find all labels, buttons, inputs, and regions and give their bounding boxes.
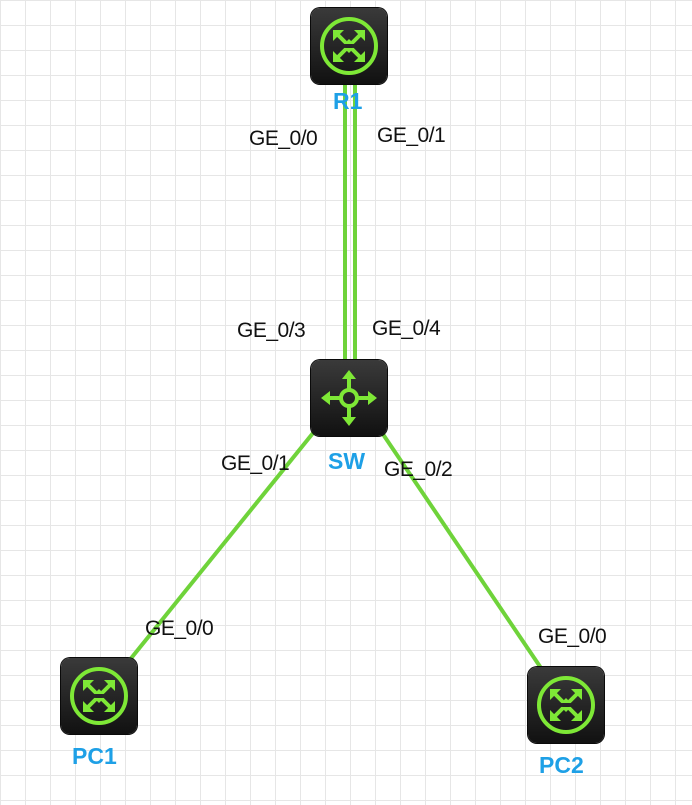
device-sw[interactable] <box>311 360 387 436</box>
port-label-sw-ge01: GE_0/1 <box>221 452 290 475</box>
port-label-r1-ge00: GE_0/0 <box>249 127 318 150</box>
device-label-r1: R1 <box>333 88 363 114</box>
router-icon <box>320 17 378 75</box>
device-label-pc2: PC2 <box>539 752 584 778</box>
port-label-sw-ge02: GE_0/2 <box>384 458 453 481</box>
port-label-sw-ge03: GE_0/3 <box>237 319 306 342</box>
port-label-pc1-ge00: GE_0/0 <box>145 617 214 640</box>
router-icon <box>537 676 595 734</box>
link-sw-pc2[interactable] <box>368 413 568 707</box>
router-icon <box>70 667 128 725</box>
device-r1[interactable] <box>311 8 387 84</box>
device-label-pc1: PC1 <box>72 743 117 769</box>
port-label-pc2-ge00: GE_0/0 <box>538 625 607 648</box>
port-label-sw-ge04: GE_0/4 <box>372 317 441 340</box>
link-sw-pc1[interactable] <box>97 410 332 700</box>
device-pc2[interactable] <box>528 667 604 743</box>
device-label-sw: SW <box>328 448 366 474</box>
device-pc1[interactable] <box>61 658 137 734</box>
port-label-r1-ge01: GE_0/1 <box>377 124 446 147</box>
switch-icon <box>321 370 377 426</box>
